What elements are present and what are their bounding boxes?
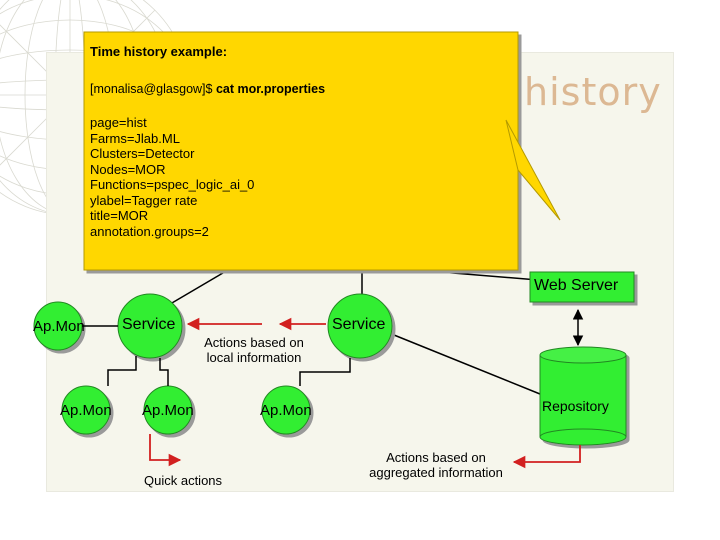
actions-aggregated-line2: aggregated information — [369, 465, 503, 480]
link-callout-webserver — [415, 269, 539, 281]
property-line: annotation.groups=2 — [90, 223, 209, 239]
property-line: Clusters=Detector — [90, 146, 195, 161]
actions-aggregated-label: Actions based on aggregated information — [360, 450, 512, 480]
apmon-bottom-2-label: Ap.Mon — [142, 402, 194, 419]
property-line: Nodes=MOR — [90, 161, 166, 177]
apmon-bottom-1-circle — [61, 385, 111, 435]
quick-actions-label: Quick actions — [144, 473, 223, 488]
repository-cylinder — [539, 346, 627, 446]
arrow-actions-aggregated — [512, 445, 581, 469]
actions-local-line2: local information — [206, 350, 302, 365]
shell-prompt: [monalisa@glasgow]$ — [90, 82, 213, 96]
property-line: Functions=pspec_logic_ai_0 — [90, 177, 255, 192]
actions-local-line1: Actions based on — [204, 335, 304, 350]
web-server-label: Web Server — [534, 277, 619, 294]
apmon-bottom-3-circle — [261, 385, 311, 435]
apmon-left-label: Ap.Mon — [33, 318, 85, 335]
arrow-quick-actions — [149, 434, 182, 467]
shell-command-line: [monalisa@glasgow]$ cat mor.properties — [90, 82, 325, 96]
repository-label: Repository — [542, 398, 609, 414]
service-left-label: Service — [122, 316, 176, 333]
callout-balloon — [83, 31, 519, 271]
property-line: Farms=Jlab.ML — [90, 130, 180, 146]
service-right-label: Service — [332, 316, 386, 333]
slide-title: history — [524, 70, 662, 114]
property-line: title=MOR — [90, 208, 149, 223]
callout-heading-text: Time history example: — [90, 44, 228, 59]
apmon-bottom-1-label: Ap.Mon — [60, 402, 112, 419]
link-service-repository — [393, 334, 541, 395]
web-server-box — [529, 271, 635, 303]
apmon-bottom-3-label: Ap.Mon — [260, 402, 312, 419]
actions-aggregated-line1: Actions based on — [386, 450, 486, 465]
properties-list: page=hist Farms=Jlab.ML Clusters=Detecto… — [90, 115, 254, 239]
property-line: ylabel=Tagger rate — [90, 192, 198, 208]
actions-local-label: Actions based on local information — [192, 335, 316, 365]
shell-command: cat mor.properties — [215, 82, 326, 96]
callout-heading: Time history example: — [90, 44, 490, 60]
callout-pointer — [505, 119, 561, 221]
property-line: page=hist — [90, 115, 147, 130]
service-right-circle — [327, 293, 393, 359]
